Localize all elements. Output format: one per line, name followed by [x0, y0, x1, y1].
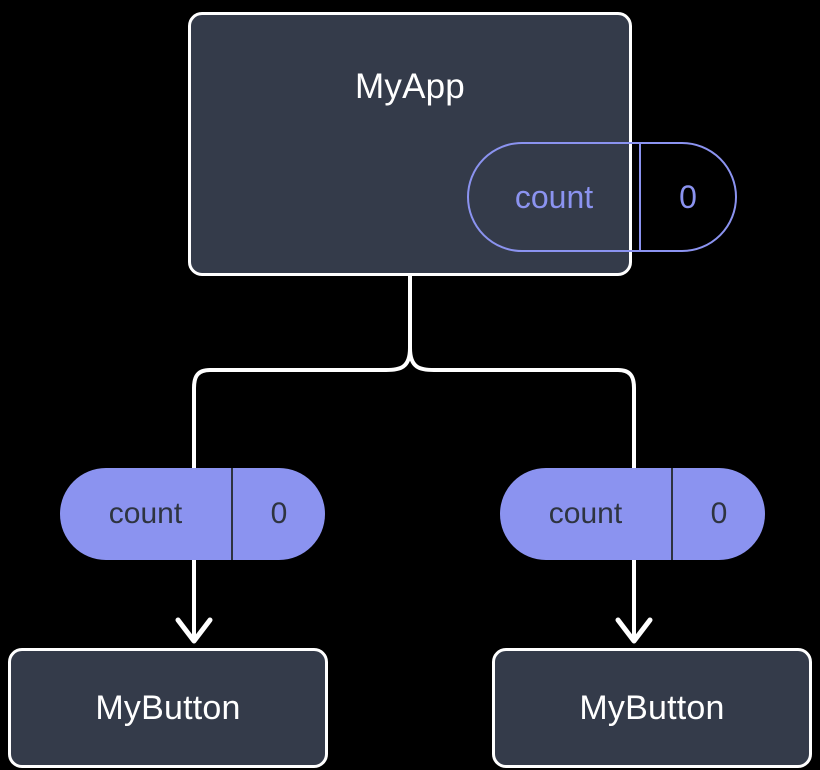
prop-pill-value: 0 — [270, 497, 288, 530]
edge-branch-bus-left — [192, 346, 412, 478]
edge-branch-bus-right — [408, 346, 636, 478]
arrowhead-left — [175, 617, 213, 644]
node-mybutton-right-label: MyButton — [579, 688, 725, 727]
node-mybutton-left-label: MyButton — [95, 688, 241, 727]
prop-pill-key: count — [60, 468, 233, 560]
node-myapp[interactable]: MyApp count 0 — [188, 12, 737, 276]
node-myapp-title: MyApp — [355, 67, 465, 106]
node-mybutton-right[interactable]: MyButton — [492, 648, 812, 768]
prop-pill-left-count[interactable]: count 0 — [60, 468, 325, 560]
node-mybutton-left[interactable]: MyButton — [8, 648, 328, 768]
state-pill-value: 0 — [679, 178, 697, 215]
state-pill-key: count — [469, 144, 641, 250]
prop-pill-key: count — [500, 468, 673, 560]
arrowhead-right — [615, 617, 653, 644]
state-pill-myapp-count[interactable]: count 0 — [467, 142, 737, 252]
prop-pill-right-count[interactable]: count 0 — [500, 468, 765, 560]
prop-pill-value: 0 — [710, 497, 728, 530]
